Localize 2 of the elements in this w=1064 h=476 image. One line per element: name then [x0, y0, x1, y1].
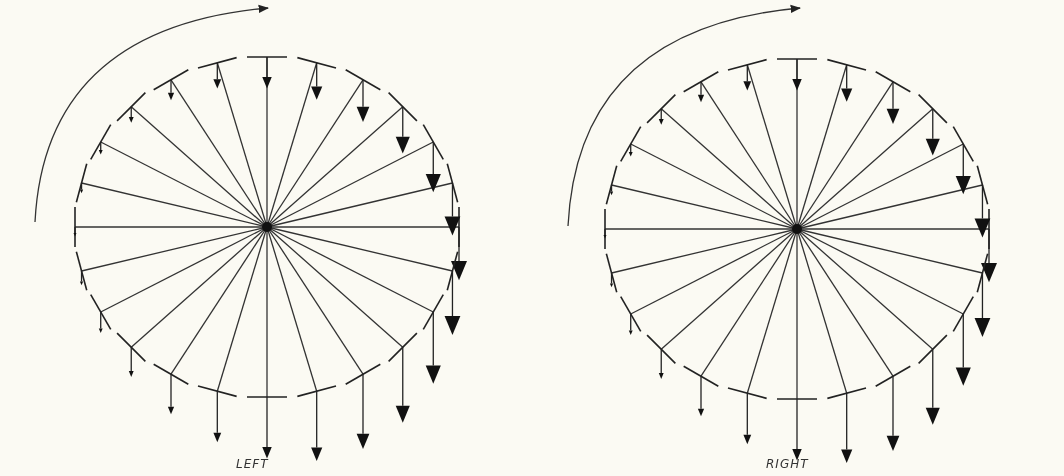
- panel-label: LEFT: [236, 457, 269, 471]
- panel-label: RIGHT: [766, 457, 809, 471]
